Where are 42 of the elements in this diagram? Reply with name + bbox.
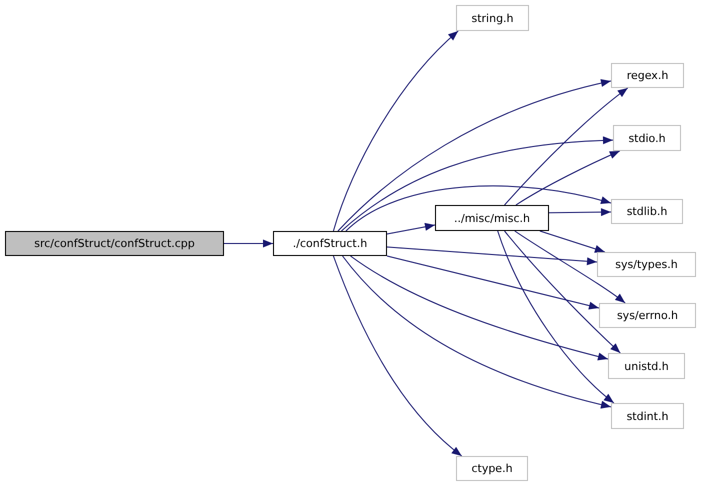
file-name: regex.h bbox=[626, 69, 668, 82]
file-name: ./confStruct.h bbox=[292, 237, 368, 250]
arrow bbox=[350, 256, 608, 360]
file-name: sys/types.h bbox=[615, 258, 678, 271]
arrow bbox=[386, 222, 436, 234]
file-name: unistd.h bbox=[624, 360, 669, 372]
file-name: stdlib.h bbox=[626, 205, 668, 218]
file-name: stdio.h bbox=[628, 132, 666, 144]
file-box bbox=[456, 456, 528, 481]
arrow bbox=[497, 230, 614, 404]
arrow bbox=[514, 230, 626, 304]
file-name: src/confStruct/confStruct.cpp bbox=[34, 237, 195, 250]
file-box bbox=[456, 5, 529, 31]
arrow bbox=[386, 256, 600, 310]
arrow bbox=[504, 88, 628, 206]
file-box bbox=[435, 205, 549, 231]
file-box bbox=[611, 403, 684, 429]
file-name: ../misc/misc.h bbox=[454, 212, 530, 224]
arrow bbox=[337, 79, 612, 232]
arrow bbox=[504, 230, 621, 354]
file-name: sys/errno.h bbox=[616, 309, 678, 322]
arrow bbox=[539, 230, 606, 253]
file-name: stdint.h bbox=[626, 410, 668, 422]
file-name: string.h bbox=[471, 12, 514, 24]
file-name: ctype.h bbox=[471, 462, 513, 475]
arrow bbox=[340, 136, 614, 232]
arrow bbox=[345, 185, 612, 232]
arrow bbox=[548, 208, 612, 216]
arrow bbox=[332, 30, 459, 232]
file-box bbox=[597, 252, 696, 277]
file-box bbox=[5, 231, 224, 256]
arrow bbox=[224, 240, 274, 248]
file-box bbox=[273, 231, 387, 256]
file-box bbox=[608, 353, 685, 379]
file-box bbox=[613, 125, 681, 151]
file-box bbox=[599, 303, 696, 328]
file-box bbox=[611, 199, 683, 224]
arrow bbox=[515, 150, 620, 206]
arrow bbox=[386, 246, 598, 266]
file-box bbox=[611, 63, 684, 88]
arrow bbox=[342, 256, 612, 408]
arrow bbox=[332, 256, 462, 456]
